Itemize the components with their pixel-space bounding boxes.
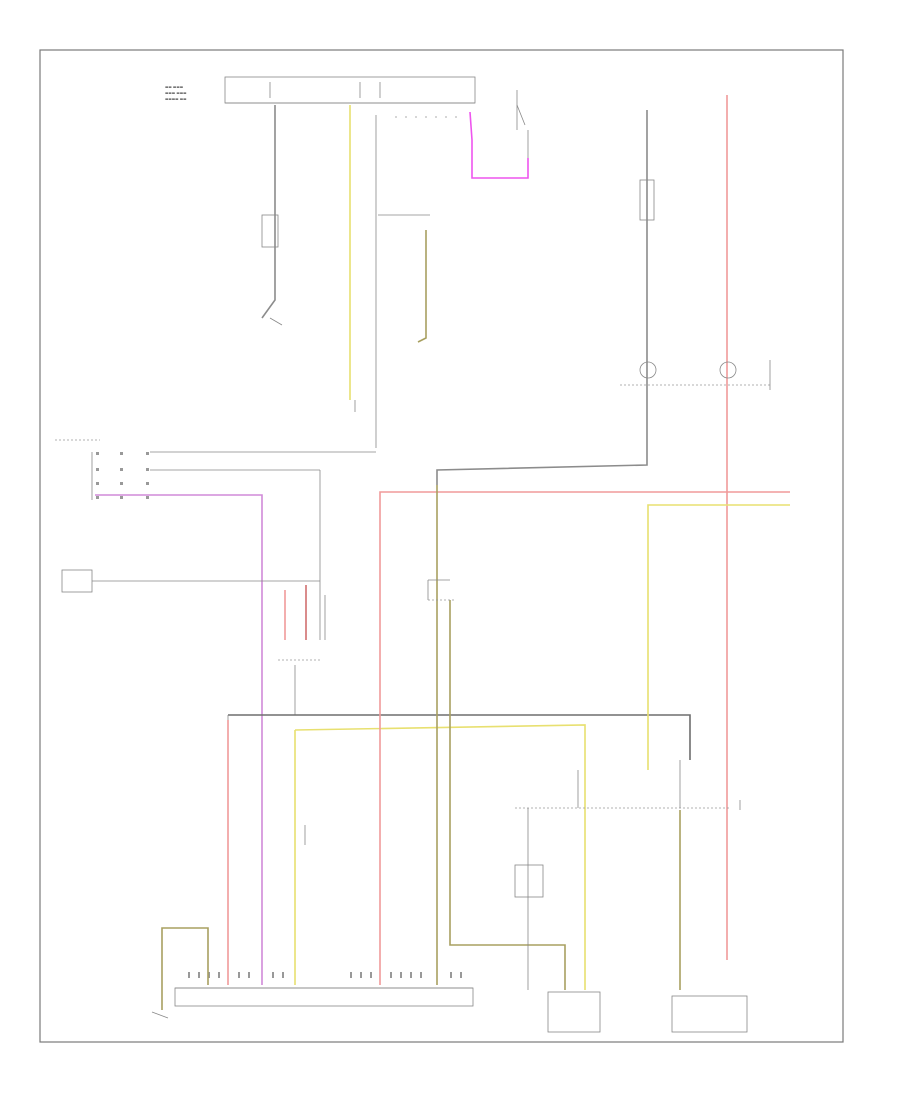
- olive-ground-left: [151, 927, 209, 1019]
- ecu-signal-lines: [150, 451, 376, 640]
- violet-wire-left: [95, 494, 263, 985]
- right-module: [514, 760, 741, 990]
- top-switch: [516, 90, 529, 158]
- olive-wire-long: [436, 485, 566, 990]
- magenta-wire-top: [469, 111, 529, 179]
- svg-text:▬▬▬▬ ▬▬: ▬▬▬▬ ▬▬: [165, 97, 187, 101]
- top-connector: ▬▬ ▬▬▬ ▬▬▬ ▬▬▬ ▬▬▬▬ ▬▬: [165, 76, 476, 104]
- gray-wire-right: [436, 110, 657, 485]
- yellow-wire-right: [647, 504, 790, 770]
- gray-ground-wire-upper: [261, 105, 283, 326]
- yellow-wire-upper: [349, 105, 377, 448]
- yellow-bus: [294, 724, 586, 990]
- pink-wire-right: [719, 95, 737, 960]
- svg-text:▬▬▬ ▬▬▬: ▬▬▬ ▬▬▬: [165, 91, 187, 95]
- wire-stubs: [269, 82, 381, 845]
- olive-wire-center: [378, 214, 430, 343]
- bottom-right-boxes: [547, 991, 748, 1033]
- diagram-border: [39, 49, 844, 1043]
- engine-control-connector: [55, 439, 149, 500]
- bottom-connector: [174, 972, 474, 1007]
- pink-wire-long: [379, 491, 790, 985]
- relay-box: [427, 579, 455, 601]
- center-connector: [278, 585, 326, 715]
- fuse-block-outline: [620, 360, 771, 390]
- svg-text:▬▬ ▬▬▬: ▬▬ ▬▬▬: [165, 85, 184, 89]
- left-sensor: [61, 569, 320, 593]
- gray-bus: [227, 714, 691, 900]
